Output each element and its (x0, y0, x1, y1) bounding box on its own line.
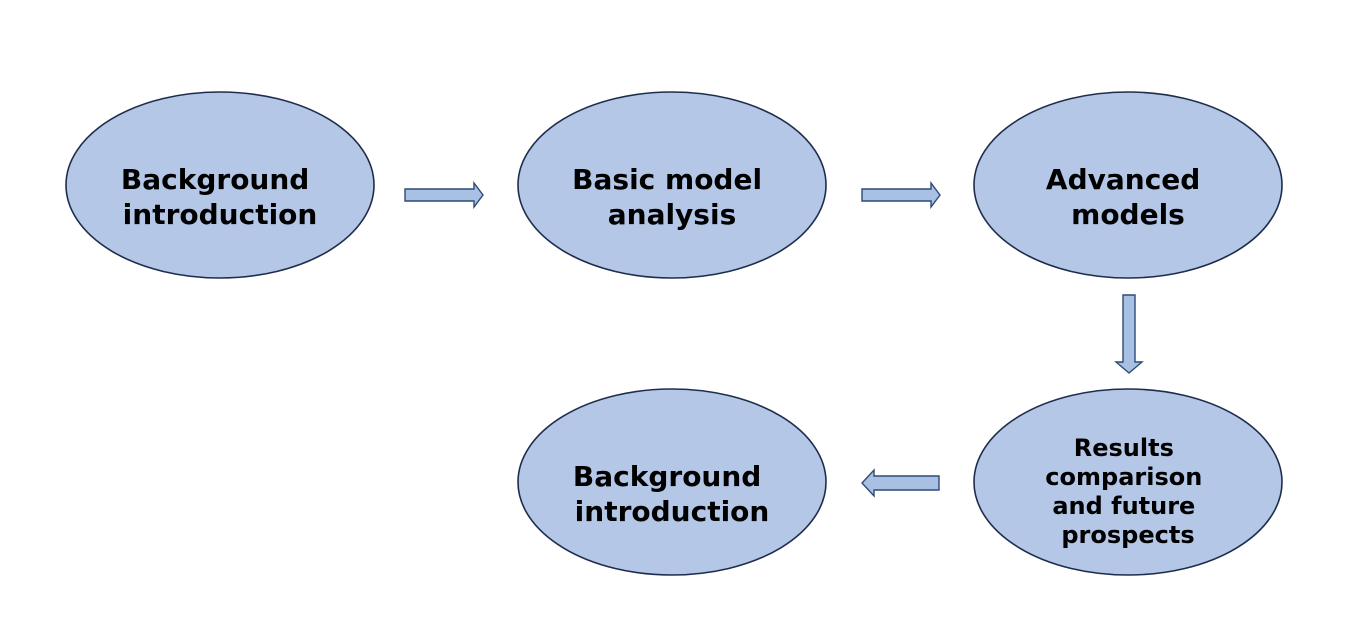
node-label-line: models (1071, 198, 1185, 231)
node-label-line: prospects (1061, 521, 1194, 549)
node-ellipse (517, 91, 827, 279)
node-advanced-models: Advanced models (973, 91, 1283, 279)
node-label-line: and future (1052, 492, 1195, 520)
node-label-line: Background (573, 460, 761, 493)
node-label-line: Results (1074, 434, 1174, 462)
node-label-line: Advanced (1046, 163, 1200, 196)
node-basic-model-analysis: Basic model analysis (517, 91, 827, 279)
node-label-line: Basic model (572, 163, 762, 196)
arrow-right-icon (861, 180, 941, 210)
node-label: Basic model analysis (572, 163, 772, 231)
arrow-left-icon (861, 468, 940, 498)
node-label: Advanced models (1046, 163, 1210, 231)
node-label-line: analysis (608, 198, 737, 231)
node-label: Background introduction (121, 163, 319, 231)
node-ellipse (65, 91, 375, 279)
node-label-line: comparison (1045, 463, 1202, 491)
arrow-down-icon (1114, 294, 1144, 374)
node-label-line: introduction (575, 495, 770, 528)
node-label-line: Background (121, 163, 309, 196)
node-background-introduction-2: Background introduction (517, 388, 827, 576)
node-results-comparison: Results comparison and future prospects (973, 388, 1283, 576)
node-label: Results comparison and future prospects (1045, 434, 1210, 549)
node-label: Background introduction (573, 460, 771, 528)
node-background-introduction-1: Background introduction (65, 91, 375, 279)
node-ellipse (517, 388, 827, 576)
node-ellipse (973, 91, 1283, 279)
arrow-right-icon (404, 180, 484, 210)
node-label-line: introduction (123, 198, 318, 231)
node-ellipse (973, 388, 1283, 576)
